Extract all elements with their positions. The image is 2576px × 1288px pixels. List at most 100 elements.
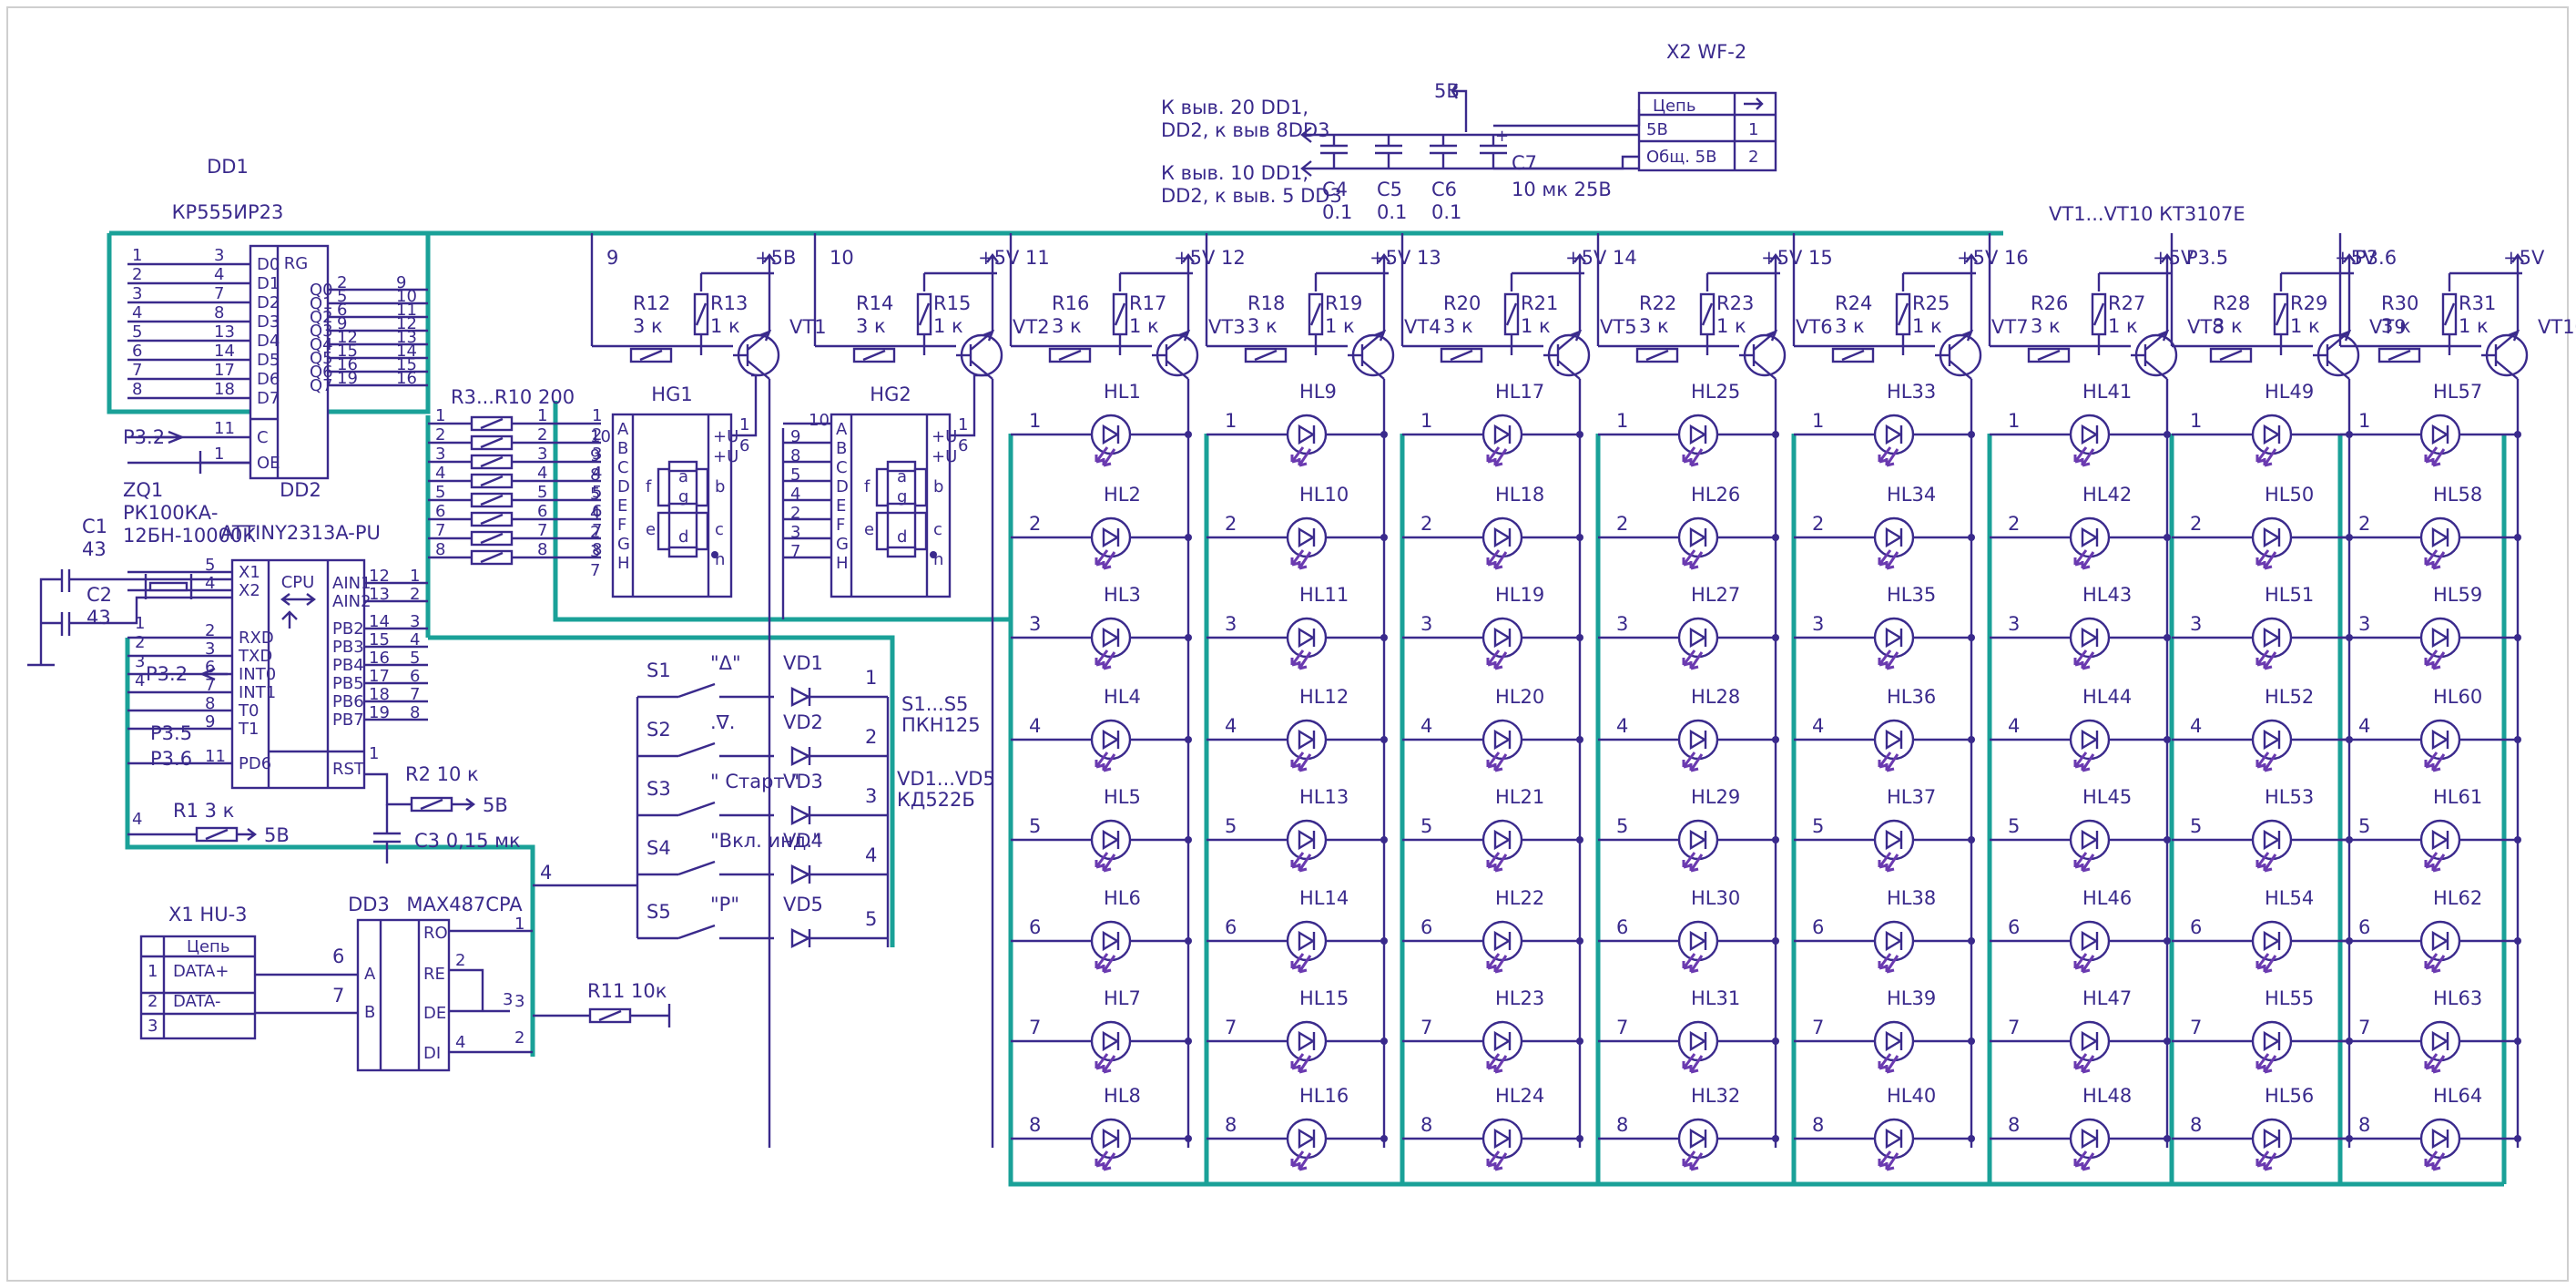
dd2-right-PB7: PB7 bbox=[332, 710, 364, 730]
led-HL21 bbox=[1481, 819, 1523, 861]
switch-label: "Р" bbox=[710, 894, 739, 915]
led-row-num: 5 bbox=[1420, 815, 1432, 837]
transistor-emitter bbox=[970, 331, 993, 351]
led-label: HL60 bbox=[2433, 686, 2482, 708]
tr-rb: R22 bbox=[1639, 292, 1676, 314]
led-ray bbox=[2081, 1055, 2095, 1074]
tr-vt: VT9 bbox=[2369, 316, 2407, 338]
led-ray bbox=[1493, 753, 1508, 772]
led-row-num: 2 bbox=[1616, 513, 1628, 535]
junction-dot bbox=[1185, 736, 1192, 743]
led-ray bbox=[1493, 955, 1508, 974]
dd1-bus-num: 1 bbox=[132, 246, 142, 265]
dd3-rp: 4 bbox=[455, 1033, 465, 1052]
hg1-pin: 9 bbox=[590, 446, 600, 465]
resistor-mark bbox=[695, 302, 708, 326]
led-row-num: 7 bbox=[1225, 1017, 1237, 1038]
supply-arrow bbox=[1573, 253, 1586, 273]
hg2-seg-B: B bbox=[836, 439, 847, 458]
rarray-out-num2: 8 bbox=[592, 540, 602, 559]
junction-dot bbox=[1576, 1135, 1583, 1142]
led-triangle bbox=[1689, 930, 1707, 952]
led-label: HL23 bbox=[1495, 987, 1544, 1009]
dd2-right-num: 3 bbox=[410, 612, 420, 631]
tr-rpv: 1 к bbox=[933, 315, 963, 337]
led-ray bbox=[1885, 448, 1899, 467]
led-HL59 bbox=[2419, 617, 2461, 659]
junction-dot bbox=[1576, 736, 1583, 743]
diode-ref: VD1 bbox=[783, 652, 823, 674]
dd3-extra: 1 bbox=[514, 915, 524, 934]
led-row-num: 6 bbox=[2358, 916, 2370, 938]
dd3-extra: 3 bbox=[514, 992, 524, 1011]
led-label: HL39 bbox=[1887, 987, 1936, 1009]
tr-supply: +5В bbox=[755, 247, 796, 269]
dd1-out-pin: 5 bbox=[337, 287, 347, 306]
led-row-num: 8 bbox=[2008, 1114, 2020, 1136]
led-HL24 bbox=[1481, 1118, 1523, 1160]
led-ray bbox=[2431, 651, 2446, 670]
led-triangle bbox=[1298, 627, 1316, 649]
led-ray bbox=[1493, 551, 1508, 570]
rarray-out-num2: 2 bbox=[592, 425, 602, 445]
transistor-emitter bbox=[1361, 331, 1385, 351]
transistor-collector bbox=[2144, 360, 2168, 380]
hg2-pin: 5 bbox=[790, 465, 800, 485]
sw-note2: ПКН125 bbox=[901, 714, 981, 736]
dd2-right-pin: 18 bbox=[369, 685, 390, 704]
hg1-ref: HG1 bbox=[651, 383, 692, 405]
dd1-input-D4: D4 bbox=[257, 332, 280, 351]
junction-dot bbox=[1772, 836, 1779, 843]
led-HL54 bbox=[2251, 920, 2293, 962]
diode-VD2 bbox=[790, 746, 811, 766]
transistor-emitter bbox=[1166, 331, 1189, 351]
led-triangle bbox=[2263, 424, 2281, 445]
tr-rp: R31 bbox=[2459, 292, 2496, 314]
led-row-num: 1 bbox=[1420, 410, 1432, 432]
led-row-num: 3 bbox=[1420, 613, 1432, 635]
led-row-num: 7 bbox=[1616, 1017, 1628, 1038]
x1-hdr: Цепь bbox=[187, 937, 229, 956]
led-ray bbox=[1493, 1152, 1508, 1171]
junction-dot bbox=[1968, 1038, 1975, 1045]
switch-label: "Вкл. инд." bbox=[710, 830, 821, 852]
junction-dot bbox=[2164, 1135, 2171, 1142]
led-label: HL52 bbox=[2265, 686, 2314, 708]
tr-rp: R25 bbox=[1912, 292, 1950, 314]
led-ray bbox=[1102, 753, 1116, 772]
supply-arrow bbox=[2511, 253, 2524, 273]
junction-dot bbox=[2164, 736, 2171, 743]
led-HL35 bbox=[1873, 617, 1915, 659]
hg1-pin: 2 bbox=[590, 523, 600, 542]
seg-h bbox=[930, 551, 937, 558]
led-ray bbox=[1885, 651, 1899, 670]
led-HL47 bbox=[2069, 1020, 2111, 1062]
led-triangle bbox=[2081, 526, 2099, 548]
led-label: HL61 bbox=[2433, 786, 2482, 808]
junction-dot bbox=[2514, 937, 2521, 945]
junction-dot bbox=[1380, 634, 1388, 641]
tr-vt: VT10 bbox=[2538, 316, 2576, 338]
c1-val: 43 bbox=[82, 538, 107, 560]
led-row-num: 3 bbox=[1225, 613, 1237, 635]
led-ray bbox=[1885, 753, 1899, 772]
led-row-num: 4 bbox=[1420, 715, 1432, 737]
junction-dot bbox=[1772, 1038, 1779, 1045]
led-row-num: 3 bbox=[2190, 613, 2202, 635]
seg-h bbox=[711, 551, 718, 558]
junction-dot bbox=[1968, 534, 1975, 541]
r2-arrow bbox=[452, 798, 475, 811]
dd2-left-INT1: INT1 bbox=[239, 683, 276, 702]
tr-supply: +5V bbox=[978, 247, 1020, 269]
transistor-emitter bbox=[1557, 331, 1581, 351]
dd1-out-num: 11 bbox=[396, 301, 417, 320]
dd1-out-num: 14 bbox=[396, 342, 417, 361]
tr-rb: R18 bbox=[1247, 292, 1285, 314]
led-HL29 bbox=[1677, 819, 1719, 861]
junction-dot bbox=[2514, 634, 2521, 641]
resistor-mark bbox=[1058, 349, 1082, 362]
led-triangle bbox=[2431, 424, 2449, 445]
x2-ref: X2 WF-2 bbox=[1666, 41, 1746, 63]
dd2-right-PB3: PB3 bbox=[332, 638, 364, 657]
dd1-in-pin: 8 bbox=[214, 303, 224, 322]
